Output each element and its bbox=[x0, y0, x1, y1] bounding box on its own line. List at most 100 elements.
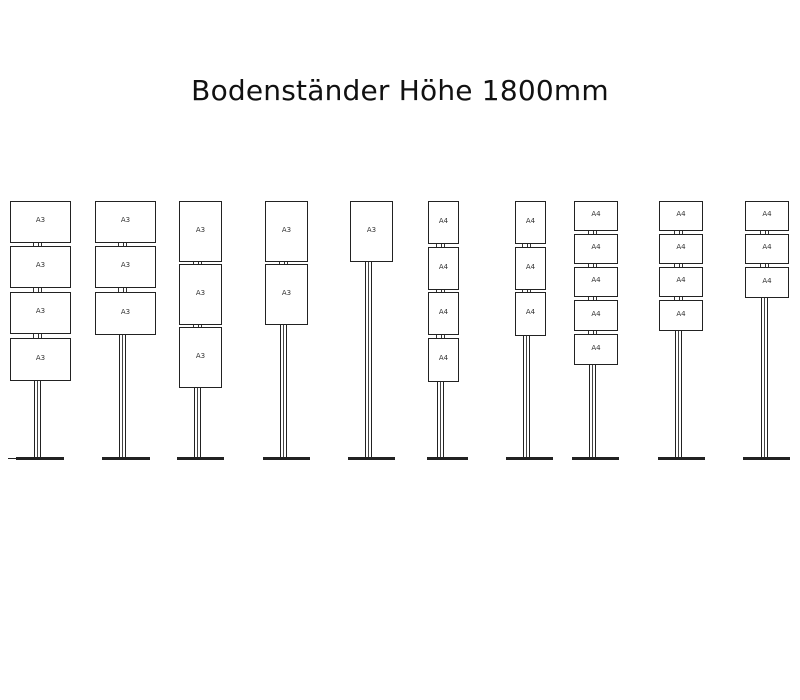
stand-base-plate bbox=[263, 457, 310, 460]
frame-connector bbox=[760, 264, 769, 267]
frame-format-label: A4 bbox=[525, 216, 536, 225]
frame-format-label: A4 bbox=[676, 276, 686, 284]
frame-connector bbox=[279, 262, 288, 264]
frame-format-label: A3 bbox=[120, 307, 131, 316]
frame-format-label: A4 bbox=[676, 243, 686, 251]
frame-format-label: A3 bbox=[195, 288, 206, 297]
frame-format-label: A4 bbox=[525, 262, 536, 271]
poster-frame-a3: A3 bbox=[179, 201, 222, 262]
frame-connector bbox=[674, 231, 683, 234]
poster-frame-a4: A4 bbox=[515, 292, 546, 336]
poster-frame-a4: A4 bbox=[574, 201, 618, 231]
poster-frame-a4: A4 bbox=[574, 334, 618, 365]
stand-pole bbox=[365, 262, 372, 457]
stand-pole bbox=[589, 365, 596, 457]
stand-pole bbox=[675, 331, 682, 457]
frame-connector bbox=[436, 244, 445, 247]
diagram-title: Bodenständer Höhe 1800mm bbox=[191, 74, 609, 107]
stand-base-plate bbox=[102, 457, 150, 460]
frame-connector bbox=[33, 288, 42, 292]
frame-format-label: A4 bbox=[525, 308, 536, 316]
poster-frame-a4: A4 bbox=[515, 247, 546, 290]
poster-frame-a3: A3 bbox=[265, 264, 308, 325]
frame-format-label: A4 bbox=[591, 309, 601, 318]
stand-base-plate bbox=[743, 457, 790, 460]
stand-base-plate bbox=[658, 457, 705, 460]
frame-format-label: A4 bbox=[438, 354, 449, 362]
poster-frame-a3: A3 bbox=[10, 201, 71, 243]
frame-format-label: A3 bbox=[120, 216, 131, 224]
frame-connector bbox=[33, 334, 42, 338]
frame-connector bbox=[674, 264, 683, 267]
poster-frame-a4: A4 bbox=[574, 267, 618, 297]
frame-connector bbox=[674, 297, 683, 300]
frame-format-label: A3 bbox=[281, 288, 292, 297]
frame-connector bbox=[193, 325, 202, 327]
poster-frame-a4: A4 bbox=[428, 201, 459, 244]
stand-pole bbox=[119, 335, 126, 457]
frame-format-label: A3 bbox=[35, 307, 46, 315]
frame-format-label: A3 bbox=[195, 351, 206, 360]
poster-frame-a3: A3 bbox=[350, 201, 393, 262]
frame-format-label: A4 bbox=[762, 243, 772, 251]
stand-pole bbox=[194, 388, 201, 457]
poster-frame-a4: A4 bbox=[515, 201, 546, 244]
frame-connector bbox=[522, 244, 531, 247]
frame-connector bbox=[588, 331, 597, 334]
frame-format-label: A3 bbox=[281, 225, 292, 234]
poster-frame-a3: A3 bbox=[179, 264, 222, 325]
stand-base-plate bbox=[506, 457, 553, 460]
frame-format-label: A4 bbox=[438, 216, 449, 225]
poster-frame-a4: A4 bbox=[659, 300, 703, 331]
poster-frame-a4: A4 bbox=[659, 201, 703, 231]
stand-base-plate bbox=[177, 457, 224, 460]
frame-format-label: A4 bbox=[438, 307, 449, 316]
frame-connector bbox=[588, 231, 597, 234]
poster-frame-a4: A4 bbox=[745, 201, 789, 231]
poster-frame-a3: A3 bbox=[10, 292, 71, 334]
frame-connector bbox=[522, 290, 531, 292]
stand-base-plate bbox=[427, 457, 468, 460]
frame-format-label: A4 bbox=[762, 210, 772, 218]
frame-connector bbox=[588, 264, 597, 267]
poster-frame-a3: A3 bbox=[179, 327, 222, 388]
frame-format-label: A4 bbox=[591, 210, 601, 218]
frame-connector bbox=[588, 297, 597, 300]
poster-frame-a4: A4 bbox=[574, 300, 618, 331]
stand-pole bbox=[34, 381, 41, 457]
poster-frame-a4: A4 bbox=[745, 234, 789, 264]
frame-format-label: A4 bbox=[676, 309, 686, 318]
poster-frame-a3: A3 bbox=[95, 246, 156, 288]
frame-format-label: A3 bbox=[366, 225, 377, 234]
frame-format-label: A4 bbox=[762, 276, 772, 285]
poster-frame-a4: A4 bbox=[428, 338, 459, 382]
frame-format-label: A4 bbox=[591, 343, 601, 352]
poster-frame-a3: A3 bbox=[95, 201, 156, 243]
stand-pole bbox=[437, 382, 444, 457]
frame-format-label: A3 bbox=[35, 261, 46, 269]
frame-connector bbox=[436, 335, 445, 338]
frame-format-label: A4 bbox=[591, 276, 601, 284]
frame-format-label: A4 bbox=[438, 262, 449, 271]
poster-frame-a4: A4 bbox=[428, 292, 459, 335]
frame-connector bbox=[436, 290, 445, 292]
frame-format-label: A4 bbox=[676, 210, 686, 218]
poster-frame-a4: A4 bbox=[659, 267, 703, 297]
stand-base-plate bbox=[348, 457, 395, 460]
poster-frame-a3: A3 bbox=[10, 338, 71, 381]
frame-format-label: A3 bbox=[35, 353, 46, 362]
ground-line-tick bbox=[8, 458, 18, 459]
stand-pole bbox=[280, 325, 287, 457]
frame-connector bbox=[760, 231, 769, 234]
frame-connector bbox=[193, 262, 202, 264]
poster-frame-a4: A4 bbox=[574, 234, 618, 264]
poster-frame-a4: A4 bbox=[659, 234, 703, 264]
poster-frame-a4: A4 bbox=[428, 247, 459, 290]
frame-connector bbox=[118, 288, 127, 292]
stand-pole bbox=[523, 336, 530, 457]
stand-base-plate bbox=[572, 457, 619, 460]
frame-format-label: A3 bbox=[35, 216, 46, 224]
frame-connector bbox=[33, 243, 42, 246]
frame-format-label: A3 bbox=[195, 225, 206, 234]
poster-frame-a3: A3 bbox=[10, 246, 71, 288]
